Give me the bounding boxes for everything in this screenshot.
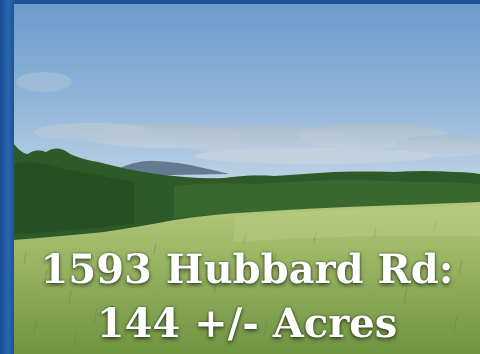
top-border	[0, 0, 480, 4]
tree-line-highlights	[14, 162, 134, 234]
left-border	[0, 0, 14, 354]
property-address: 1593 Hubbard Rd:	[40, 246, 454, 293]
landscape-photo	[14, 4, 480, 354]
grass-texture	[23, 219, 463, 349]
meadow	[14, 202, 480, 354]
clouds	[16, 72, 480, 164]
landscape-svg	[14, 4, 480, 354]
property-acreage: 144 +/- Acres	[96, 300, 398, 347]
meadow-light-patch	[234, 206, 480, 242]
tree-line-mid	[174, 180, 480, 218]
